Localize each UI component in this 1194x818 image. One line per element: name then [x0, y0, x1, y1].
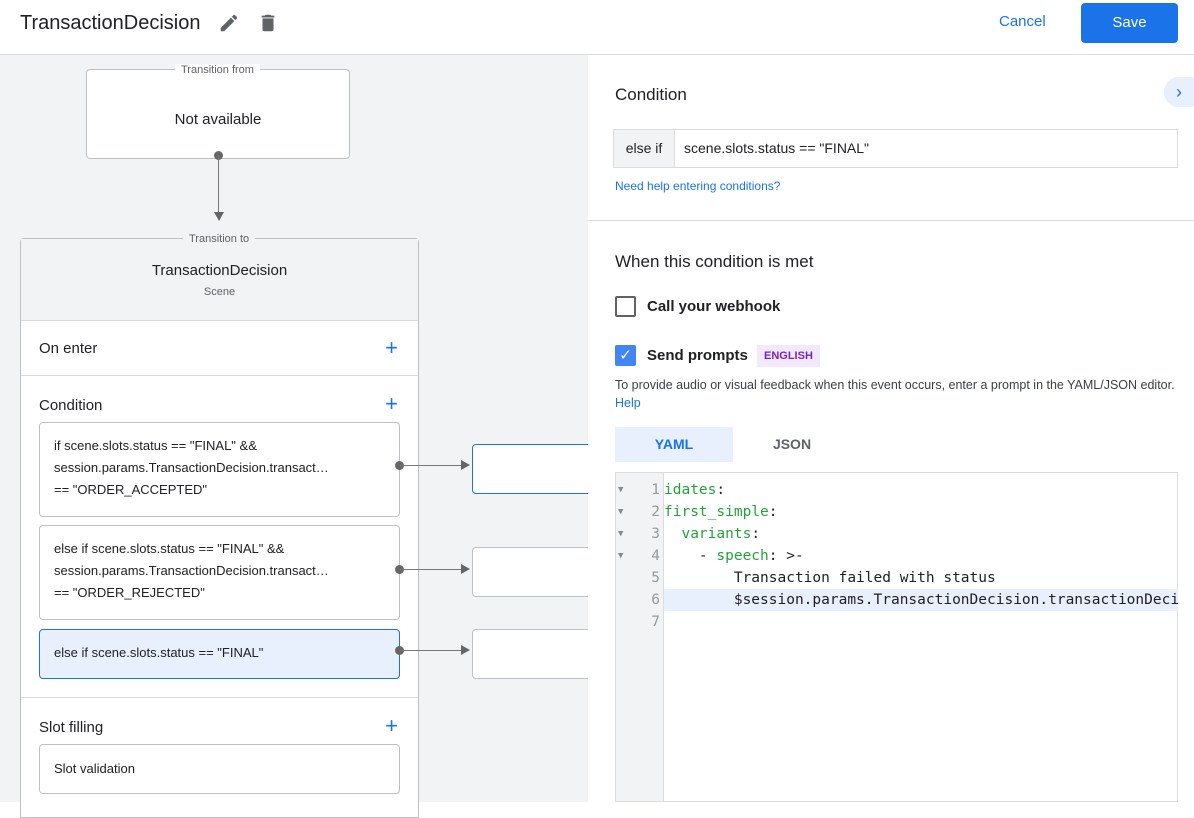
line-number: 7 — [651, 614, 660, 630]
flow-canvas: Not available Transition from Transactio… — [0, 55, 602, 818]
condition-item[interactable]: if scene.slots.status == "FINAL" && sess… — [39, 422, 400, 517]
transition-target[interactable] — [472, 444, 602, 494]
connector-dot — [395, 461, 404, 470]
transition-target[interactable] — [472, 547, 602, 597]
code-line[interactable]: 5 Transaction failed with status — [616, 567, 1178, 589]
scene-type: Scene — [203, 286, 236, 298]
code-line[interactable]: 6 $session.params.TransactionDecision.tr… — [616, 589, 1178, 611]
description-text: To provide audio or visual feedback when… — [615, 378, 1175, 392]
condition-line: session.params.TransactionDecision.trans… — [54, 563, 329, 578]
fold-arrow-icon[interactable]: ▼ — [618, 485, 624, 495]
edit-icon[interactable] — [218, 12, 240, 34]
cancel-button[interactable]: Cancel — [999, 13, 1046, 30]
condition-line: == "ORDER_REJECTED" — [54, 585, 205, 600]
arrow-icon — [214, 212, 224, 221]
slot-validation-label: Slot validation — [54, 761, 135, 776]
add-icon[interactable]: + — [385, 391, 398, 416]
webhook-checkbox[interactable] — [615, 296, 636, 317]
save-button[interactable]: Save — [1081, 3, 1178, 43]
code-line[interactable]: ▼ 3 variants: — [616, 523, 1178, 545]
arrow-icon — [461, 564, 470, 574]
code-text: $session.params.TransactionDecision.tran… — [664, 592, 1178, 608]
connector-dot — [214, 151, 223, 160]
line-number: 2 — [651, 504, 660, 520]
prompts-checkbox-checked-icon[interactable]: ✓ — [615, 345, 636, 366]
line-number: 3 — [651, 526, 660, 542]
condition-item-selected[interactable]: else if scene.slots.status == "FINAL" — [39, 629, 400, 679]
slot-filling-label: Slot filling — [39, 719, 104, 736]
condition-label: Condition — [39, 397, 103, 414]
condition-title: Condition — [615, 85, 687, 104]
tab-json[interactable]: JSON — [772, 436, 812, 452]
slot-validation-item[interactable]: Slot validation — [39, 744, 400, 794]
editor-gutter — [616, 473, 664, 801]
connector-line — [400, 650, 464, 651]
transition-from-box: Not available — [86, 69, 350, 159]
condition-line: == "ORDER_ACCEPTED" — [54, 482, 207, 497]
code-line[interactable]: ▼ 4 - speech: >- — [616, 545, 1178, 567]
line-number: 4 — [651, 548, 660, 564]
condition-line: else if scene.slots.status == "FINAL" && — [54, 541, 285, 556]
code-text: - speech: >- — [664, 548, 804, 564]
language-badge: ENGLISH — [757, 345, 820, 367]
code-text: Transaction failed with status — [664, 570, 996, 586]
line-number: 6 — [651, 592, 660, 608]
transition-from-value: Not available — [174, 111, 262, 128]
connector-line — [400, 569, 464, 570]
header: TransactionDecision Cancel Save — [0, 0, 1194, 55]
arrow-icon — [461, 645, 470, 655]
transition-to-legend: Transition to — [183, 233, 256, 245]
condition-line: if scene.slots.status == "FINAL" && — [54, 438, 257, 453]
when-title: When this condition is met — [615, 252, 814, 271]
code-text: idates: — [664, 482, 726, 498]
fold-arrow-icon[interactable]: ▼ — [618, 551, 624, 561]
condition-section: Condition + — [21, 375, 418, 697]
line-number: 1 — [651, 482, 660, 498]
condition-line: session.params.TransactionDecision.trans… — [54, 460, 329, 475]
connector-dot — [395, 646, 404, 655]
tab-yaml[interactable]: YAML — [615, 427, 733, 462]
condition-item[interactable]: else if scene.slots.status == "FINAL" &&… — [39, 525, 400, 620]
collapse-panel-icon[interactable]: › — [1164, 77, 1194, 107]
divider — [588, 220, 1194, 221]
add-icon[interactable]: + — [385, 335, 398, 360]
scene-title: TransactionDecision — [20, 12, 201, 34]
prompt-description: To provide audio or visual feedback when… — [615, 376, 1175, 412]
slot-filling-section: Slot filling + — [21, 697, 418, 807]
condition-prefix: else if — [614, 130, 675, 167]
arrow-icon — [461, 460, 470, 470]
line-number: 5 — [651, 570, 660, 586]
help-link[interactable]: Help — [615, 396, 641, 410]
on-enter-section[interactable]: On enter + — [21, 320, 418, 376]
transition-from-legend: Transition from — [175, 64, 260, 76]
add-icon[interactable]: + — [385, 713, 398, 738]
connector-line — [400, 465, 464, 466]
help-link[interactable]: Need help entering conditions? — [615, 179, 781, 193]
scene-name: TransactionDecision — [151, 262, 288, 279]
prompts-label: Send prompts — [647, 347, 748, 364]
fold-arrow-icon[interactable]: ▼ — [618, 507, 624, 517]
webhook-label: Call your webhook — [647, 298, 781, 315]
delete-icon[interactable] — [257, 12, 279, 34]
code-text: variants: — [681, 526, 761, 542]
connector-dot — [395, 565, 404, 574]
code-line[interactable]: 7 — [616, 611, 1178, 633]
code-text: first_simple: — [664, 504, 778, 520]
condition-input[interactable]: else if scene.slots.status == "FINAL" — [613, 129, 1178, 168]
fold-arrow-icon[interactable]: ▼ — [618, 529, 624, 539]
condition-value[interactable]: scene.slots.status == "FINAL" — [684, 140, 870, 156]
condition-panel: › Condition else if scene.slots.status =… — [588, 55, 1194, 802]
connector-line — [218, 156, 219, 214]
condition-line: else if scene.slots.status == "FINAL" — [54, 645, 264, 660]
on-enter-label: On enter — [39, 340, 98, 357]
transition-target[interactable] — [472, 629, 602, 679]
